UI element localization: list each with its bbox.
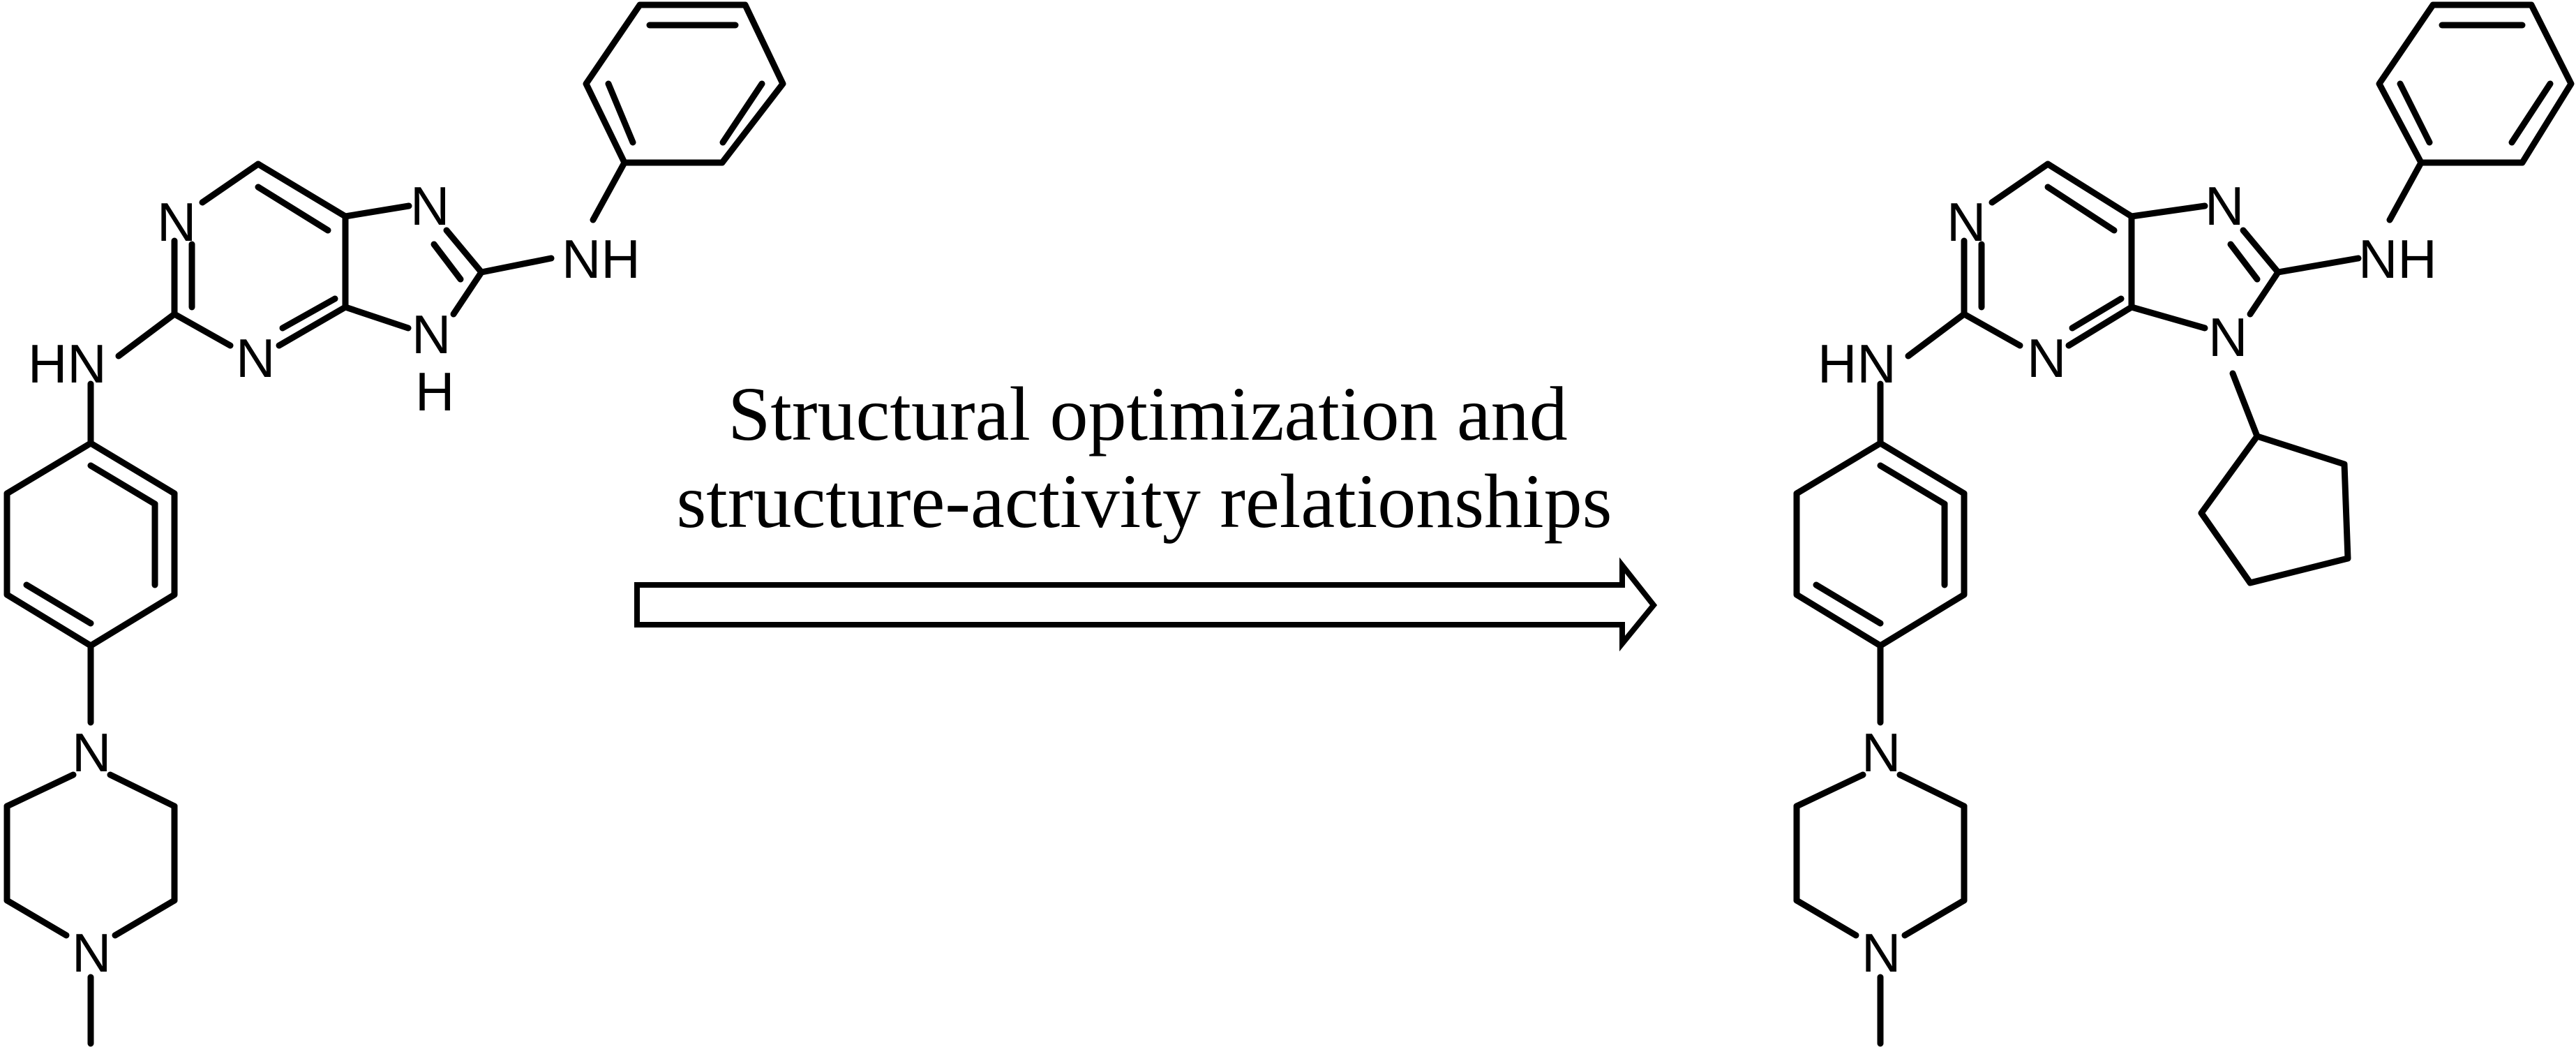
reaction-caption-line1: Structural optimization and bbox=[728, 371, 1568, 456]
starting-compound-bonds bbox=[3, 1, 786, 1047]
atom-label-nh-anilino: NH bbox=[562, 228, 641, 290]
starting-compound: NH N N H N N HN N N bbox=[3, 1, 786, 1047]
atom-label-piperazine-n4: N bbox=[1862, 922, 1901, 983]
optimized-compound-atoms: NH N N N N HN N N bbox=[1818, 175, 2437, 983]
atom-label-piperazine-n4: N bbox=[72, 922, 111, 983]
atom-label-piperazine-n1: N bbox=[1862, 722, 1901, 783]
atom-label-hn-amine: HN bbox=[1818, 333, 1896, 394]
atom-label-n9: N bbox=[2208, 306, 2247, 368]
optimized-compound: NH N N N N HN N N bbox=[1793, 1, 2575, 1047]
atom-label-nh-anilino: NH bbox=[2358, 228, 2437, 290]
reaction-arrow bbox=[634, 557, 1658, 652]
reaction-caption-line2: structure-activity relationships bbox=[676, 459, 1612, 544]
optimized-compound-bonds bbox=[1793, 1, 2575, 1047]
atom-label-n3: N bbox=[157, 191, 196, 253]
atom-label-n1: N bbox=[236, 327, 275, 389]
atom-label-n9h: N bbox=[412, 304, 451, 365]
atom-label-hn-amine: HN bbox=[28, 333, 107, 394]
reaction-arrow-group: Structural optimization and structure-ac… bbox=[634, 371, 1658, 652]
atom-label-n9-hydrogen: H bbox=[415, 361, 454, 422]
atom-label-n7: N bbox=[2205, 175, 2244, 237]
atom-label-n1: N bbox=[2027, 327, 2066, 389]
atom-label-n7: N bbox=[410, 175, 449, 237]
atom-label-n3: N bbox=[1947, 191, 1986, 253]
atom-label-piperazine-n1: N bbox=[72, 722, 111, 783]
starting-compound-atoms: NH N N H N N HN N N bbox=[28, 175, 641, 983]
